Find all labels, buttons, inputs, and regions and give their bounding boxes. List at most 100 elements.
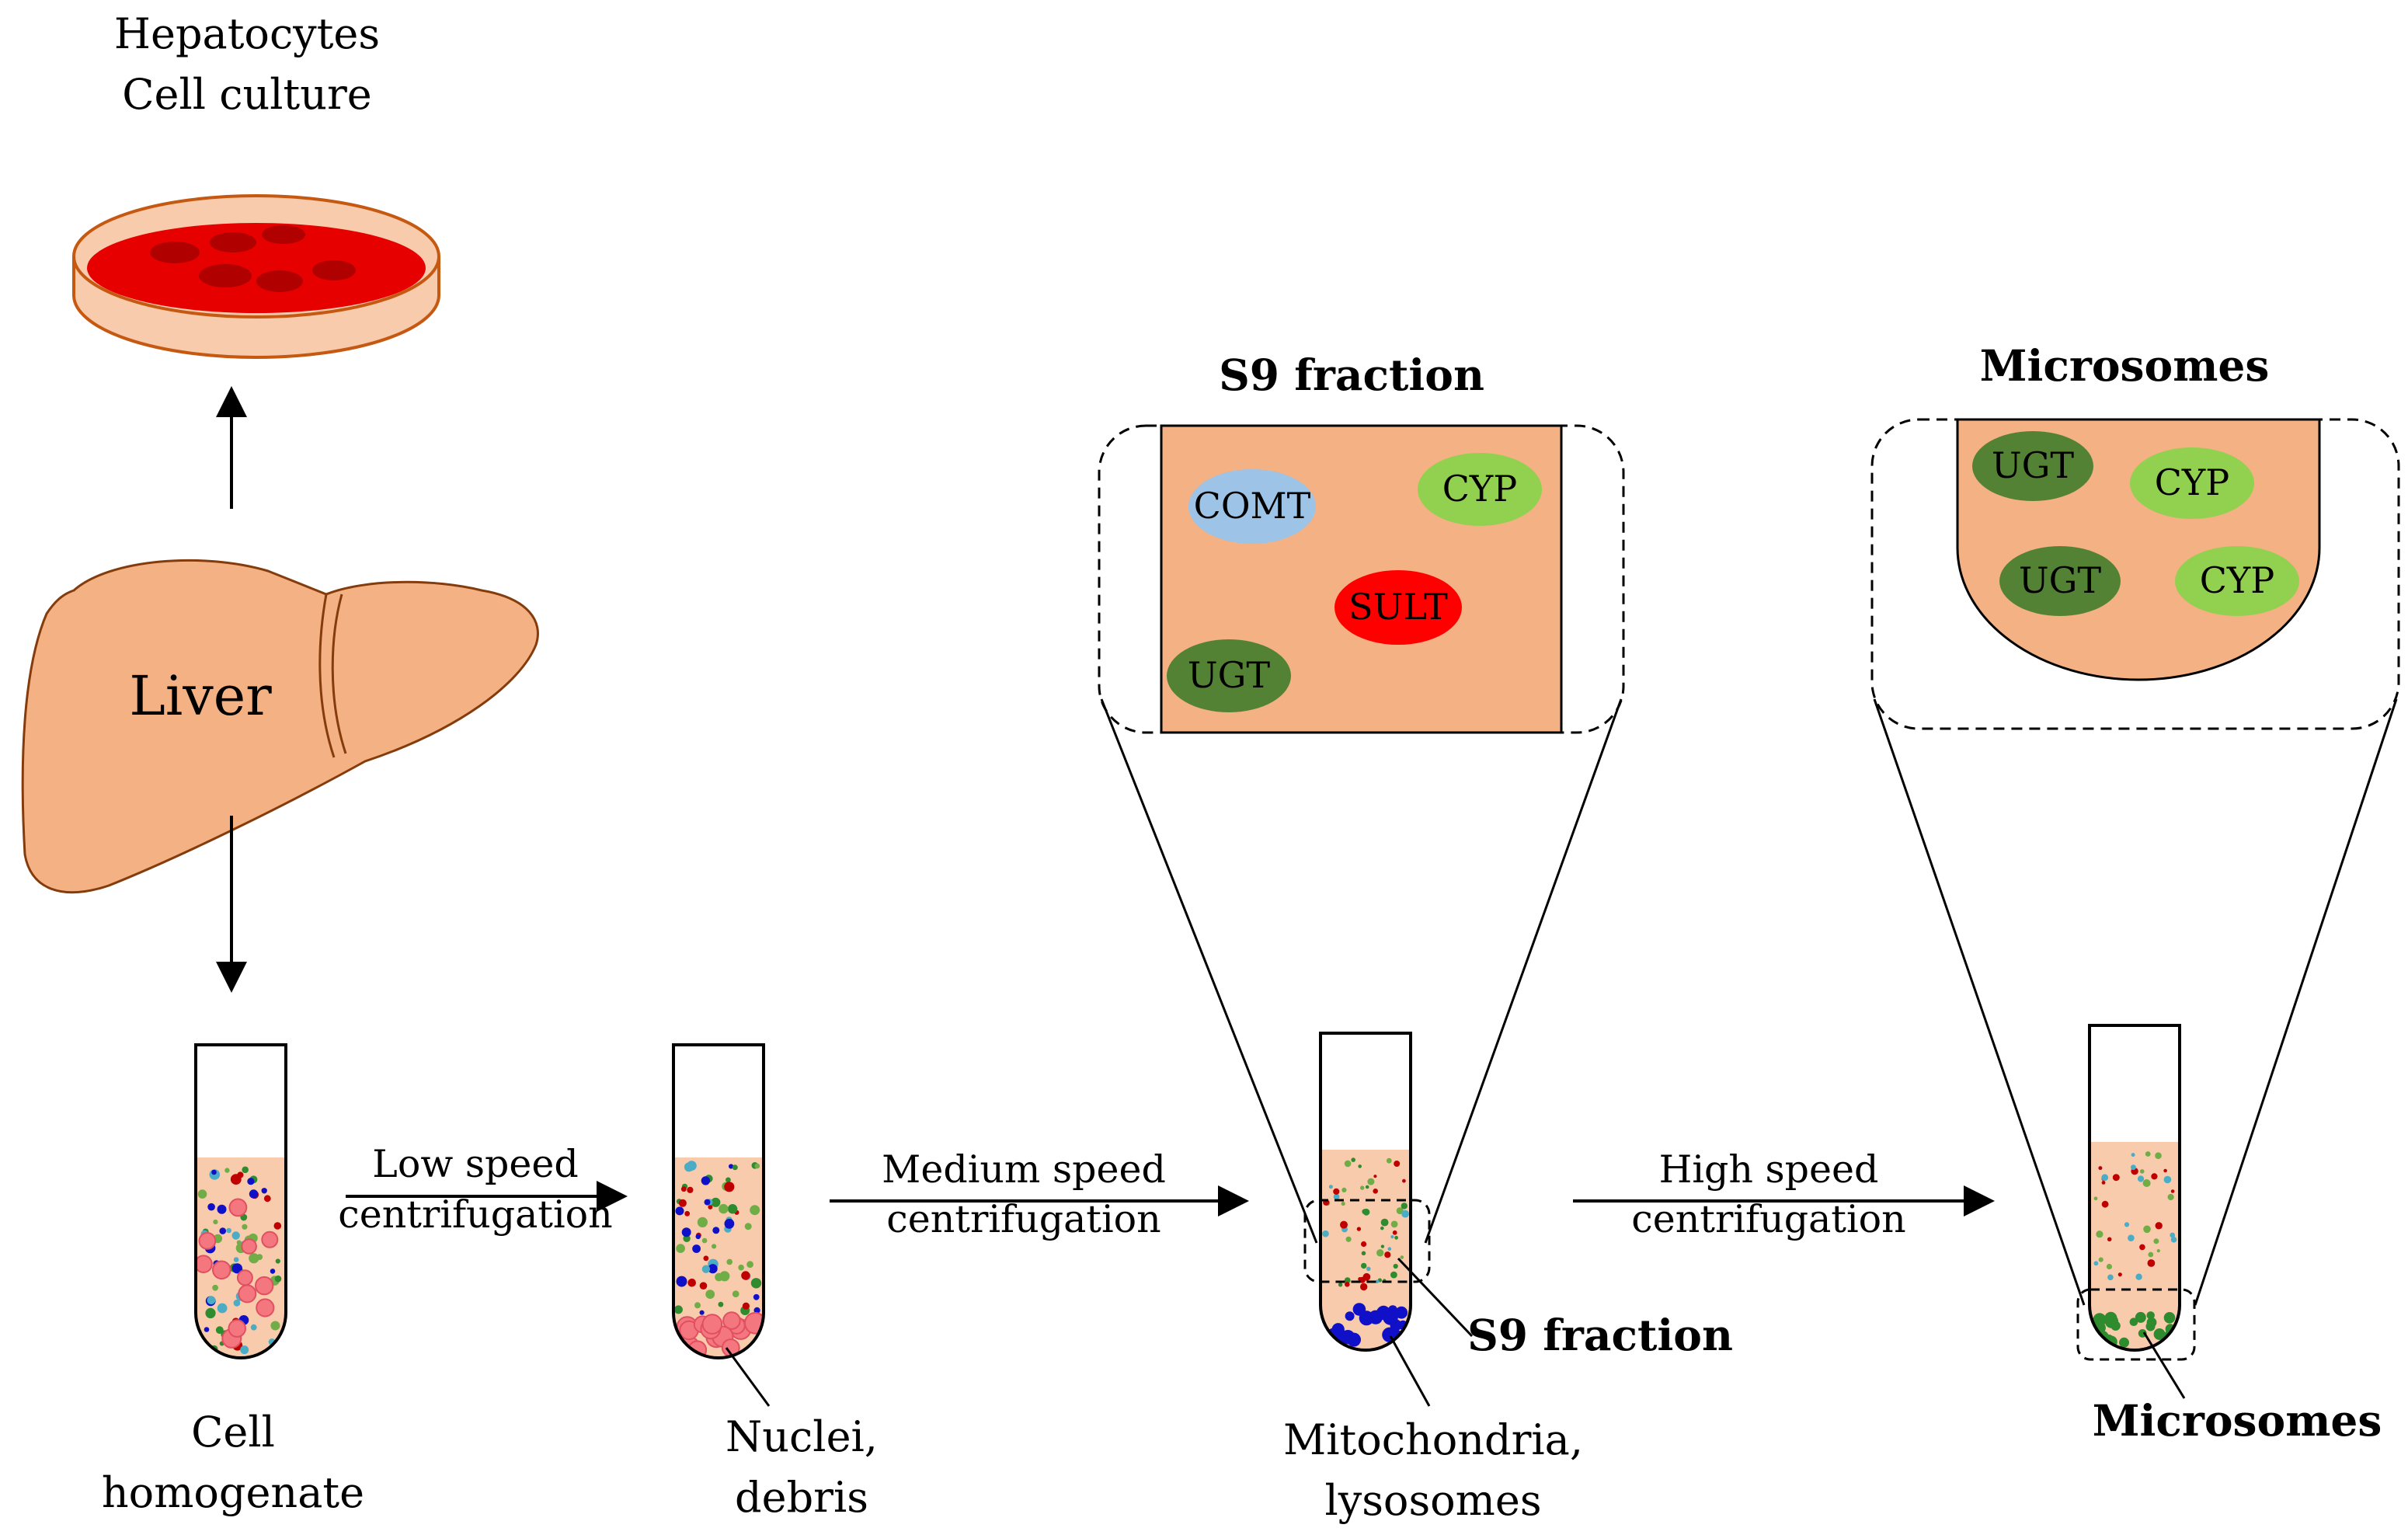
medium-speed-label-line1: Medium speed	[882, 1147, 1166, 1192]
microsome-enzyme-ugt-2: UGT	[1999, 546, 2121, 616]
s9-enzyme-ugt: UGT	[1167, 639, 1291, 712]
particle	[212, 1284, 218, 1291]
particle	[1358, 1164, 1362, 1168]
particle	[2153, 1328, 2166, 1340]
particle	[1394, 1235, 1398, 1240]
particle	[2145, 1151, 2151, 1157]
nuclei-pointer	[725, 1347, 771, 1407]
particle	[197, 1189, 207, 1199]
particle	[242, 1223, 248, 1230]
particle	[256, 1298, 275, 1317]
microsome-enzyme-ugt-1: UGT	[1972, 431, 2093, 501]
particle	[684, 1162, 694, 1172]
particle	[2104, 1311, 2117, 1324]
s9-zoom-line-left	[1100, 698, 1318, 1244]
microsome-enzyme-cyp-2-label: CYP	[2200, 559, 2275, 601]
particle	[249, 1253, 259, 1264]
particle	[231, 1263, 242, 1274]
particle	[2096, 1230, 2104, 1238]
nuclei-label-line1: Nuclei,	[726, 1412, 878, 1461]
particle	[742, 1302, 750, 1310]
particle	[261, 1230, 279, 1248]
particle	[708, 1204, 713, 1210]
particle	[732, 1290, 739, 1298]
particle	[1333, 1188, 1340, 1195]
particle	[273, 1222, 282, 1230]
particle	[1390, 1235, 1394, 1239]
particle	[2129, 1317, 2138, 1326]
particle	[233, 1299, 241, 1307]
particle	[718, 1301, 724, 1307]
particle	[1345, 1311, 1355, 1321]
particle	[1380, 1226, 1384, 1230]
particle	[231, 1231, 240, 1240]
particle	[1394, 1161, 1401, 1167]
particle	[1322, 1230, 1329, 1237]
particle	[753, 1293, 760, 1300]
particle	[2155, 1152, 2162, 1159]
microsome-enzyme-ugt-2-label: UGT	[2019, 559, 2102, 601]
particle	[256, 1254, 263, 1260]
particle	[207, 1296, 216, 1305]
particle	[2098, 1166, 2103, 1171]
particle	[750, 1205, 760, 1216]
particle	[1344, 1277, 1351, 1283]
tube-s9-fraction	[1319, 1032, 1412, 1352]
particle	[1375, 1279, 1380, 1283]
particle	[228, 1198, 248, 1217]
s9-enzyme-comt: COMT	[1188, 469, 1316, 544]
cell-homogenate-label-line1: Cell	[191, 1408, 275, 1457]
particle	[681, 1227, 691, 1237]
particle	[746, 1261, 753, 1269]
particle	[712, 1227, 720, 1234]
cell-homogenate-label-line2: homogenate	[102, 1468, 364, 1517]
low-speed-label-line1: Low speed	[372, 1142, 578, 1186]
s9-pointer	[1397, 1257, 1474, 1338]
s9-enzyme-cyp: CYP	[1418, 453, 1542, 526]
s9-selection-box	[1303, 1199, 1431, 1283]
particle	[712, 1244, 717, 1249]
particle	[676, 1276, 687, 1287]
particle	[2131, 1153, 2135, 1157]
particle	[250, 1324, 257, 1331]
particle	[215, 1326, 224, 1335]
microsome-enzyme-ugt-1-label: UGT	[1992, 444, 2075, 486]
hepatocytes-label-line1: Hepatocytes	[114, 9, 380, 58]
particle	[676, 1244, 685, 1253]
particle	[1401, 1203, 1408, 1210]
high-speed-label-line2: centrifugation	[1631, 1197, 1905, 1241]
high-speed-label-line1: High speed	[1659, 1147, 1879, 1192]
s9-enzyme-cyp-label: CYP	[1442, 468, 1518, 510]
particle	[2156, 1249, 2160, 1253]
particle	[2107, 1274, 2114, 1281]
particle	[1365, 1185, 1369, 1189]
particle	[1393, 1263, 1398, 1269]
particle	[270, 1321, 280, 1331]
low-speed-label-line2: centrifugation	[338, 1192, 612, 1237]
particle	[692, 1244, 701, 1253]
particle	[2124, 1222, 2130, 1227]
particle	[275, 1258, 280, 1264]
particle	[719, 1271, 730, 1282]
particle	[2117, 1272, 2122, 1277]
particle	[1338, 1283, 1343, 1287]
particle	[240, 1345, 249, 1355]
particle	[701, 1314, 723, 1335]
particle	[1392, 1230, 1397, 1235]
particle	[701, 1265, 711, 1273]
particle	[726, 1177, 731, 1183]
microsomes-pointer	[2142, 1331, 2186, 1399]
particle	[1380, 1218, 1389, 1227]
microsomes-panel-title: Microsomes	[1980, 340, 2270, 391]
particle	[708, 1264, 718, 1274]
particle	[753, 1307, 760, 1314]
particle	[1345, 1236, 1352, 1242]
particle	[722, 1311, 741, 1330]
particle	[687, 1186, 694, 1193]
particle	[724, 1218, 735, 1229]
particle	[2167, 1193, 2174, 1201]
particle	[1341, 1330, 1355, 1345]
particle	[2106, 1263, 2112, 1270]
particle	[249, 1189, 259, 1199]
